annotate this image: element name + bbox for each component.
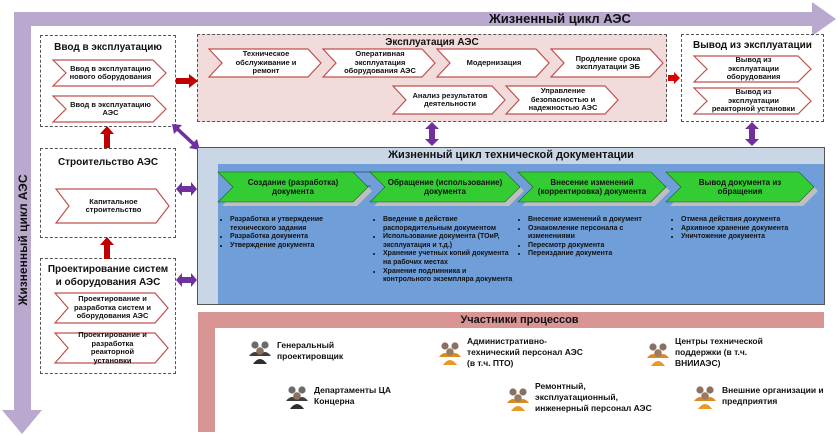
- construction-item-label: Капитальное строительство: [85, 196, 142, 214]
- people-gray-icon: [286, 386, 308, 409]
- commissioning-group: Ввод в эксплуатацию: [40, 35, 176, 127]
- participants-title: Участники процессов: [460, 314, 579, 326]
- lifecycle-title-vertical: Жизненный цикл АЭС: [13, 140, 33, 340]
- people-orange-icon: [694, 386, 716, 409]
- doc-stage-circulation[interactable]: Обращение (использование) документа: [369, 171, 524, 206]
- design-item-label: Проектирование и разработка систем и обо…: [74, 294, 151, 321]
- people-gray-icon: [249, 341, 271, 364]
- commissioning-item-label: Ввод в эксплуатацию АЭС: [70, 99, 151, 117]
- participant-item: Внешние организации и предприятия: [693, 385, 833, 409]
- decommissioning-item-label: Вывод из эксплуатации реакторной установ…: [711, 87, 796, 114]
- operation-item-label: Анализ результатов деятельности: [412, 90, 488, 108]
- participant-item: Ремонтный, эксплуатационный, инженерный …: [506, 381, 666, 414]
- construction-group: Строительство АЭС: [40, 148, 176, 238]
- operation-item-label: Модернизация: [466, 57, 522, 67]
- doc-stage-bullets: Внесение изменений в документ Ознакомлен…: [516, 216, 648, 259]
- decommissioning-title: Вывод из эксплуатации: [693, 40, 812, 51]
- participant-item: Центры технической поддержки (в т.ч. ВНИ…: [646, 336, 781, 369]
- participant-item: Административно-технический персонал АЭС…: [438, 336, 583, 369]
- doc-stage-bullets: Разработка и утверждение технического за…: [218, 216, 370, 250]
- doc-stage-revision[interactable]: Внесение изменений (корректировка) докум…: [517, 171, 670, 206]
- lifecycle-title-horizontal: Жизненный цикл АЭС: [489, 11, 631, 26]
- doc-stage-label: Внесение изменений (корректировка) докум…: [537, 178, 647, 196]
- bullet-item: Использование документа (ТОиР, эксплуата…: [383, 233, 515, 250]
- doc-stage-label: Обращение (использование) документа: [387, 178, 503, 196]
- lifecycle-arrow-head-down: [2, 410, 42, 434]
- double-arrow-vertical-icon: [745, 122, 759, 146]
- design-item[interactable]: Проектирование и разработка систем и обо…: [53, 292, 169, 324]
- commissioning-item-label: Ввод в эксплуатацию нового оборудования: [69, 63, 152, 81]
- decommissioning-item[interactable]: Вывод из эксплуатации реакторной установ…: [692, 87, 812, 115]
- decommissioning-group: Вывод из эксплуатации: [681, 34, 824, 122]
- bullet-item: Хранение подлинника и контрольного экзем…: [383, 268, 515, 285]
- participant-label: Центры технической поддержки (в т.ч. ВНИ…: [675, 336, 763, 368]
- bullet-item: Отмена действия документа: [681, 216, 831, 225]
- lifecycle-arrow-horizontal: [14, 12, 814, 26]
- doc-stage-withdrawal[interactable]: Вывод документа из обращения: [665, 171, 818, 206]
- operation-item[interactable]: Техническое обслуживание и ремонт: [207, 48, 322, 78]
- bullet-item: Утверждение документа: [230, 242, 370, 251]
- bullet-item: Архивное хранение документа: [681, 225, 831, 234]
- arrow-up-icon: [100, 237, 114, 259]
- people-orange-icon: [507, 388, 529, 411]
- doc-stage-label: Вывод документа из обращения: [698, 178, 782, 196]
- doc-stage-create[interactable]: Создание (разработка) документа: [217, 171, 372, 206]
- operation-item[interactable]: Управление безопасностью и надежностью А…: [504, 85, 619, 115]
- operation-item-label: Управление безопасностью и надежностью А…: [528, 86, 598, 113]
- doc-lifecycle-title: Жизненный цикл технической документации: [388, 149, 634, 161]
- lifecycle-arrow-vertical: [14, 12, 31, 412]
- operation-item-label: Оперативная эксплуатация оборудования АЭ…: [344, 49, 416, 76]
- double-arrow-diagonal-icon: [172, 124, 200, 150]
- construction-item[interactable]: Капитальное строительство: [54, 188, 170, 224]
- commissioning-item[interactable]: Ввод в эксплуатацию АЭС: [51, 95, 167, 123]
- doc-stage-label: Создание (разработка) документа: [247, 178, 339, 196]
- double-arrow-horizontal-icon: [176, 273, 197, 287]
- participant-item: Департаменты ЦА Концерна: [285, 385, 400, 409]
- participant-label: Внешние организации и предприятия: [722, 385, 824, 406]
- doc-stage-bullets: Отмена действия документа Архивное хране…: [669, 216, 831, 242]
- arrow-right-icon: [668, 72, 680, 84]
- bullet-item: Разработка и утверждение технического за…: [230, 216, 370, 233]
- participant-label: Генеральный проектировщик: [277, 340, 344, 361]
- bullet-item: Введение в действие распорядительным док…: [383, 216, 515, 233]
- participant-label: Департаменты ЦА Концерна: [314, 385, 391, 406]
- participant-label: Административно-технический персонал АЭС…: [467, 336, 583, 368]
- operation-item[interactable]: Анализ результатов деятельности: [391, 85, 506, 115]
- double-arrow-vertical-icon: [425, 122, 439, 146]
- operation-item-label: Техническое обслуживание и ремонт: [235, 49, 297, 76]
- lifecycle-title-vertical-text: Жизненный цикл АЭС: [16, 174, 30, 306]
- design-title: Проектирование систем и оборудования АЭС: [47, 264, 169, 288]
- participants-side-bar: [198, 312, 215, 432]
- operation-item[interactable]: Оперативная эксплуатация оборудования АЭ…: [321, 48, 436, 78]
- bullet-item: Переиздание документа: [528, 250, 648, 259]
- decommissioning-item[interactable]: Вывод из эксплуатации оборудования: [692, 55, 812, 83]
- design-item-label: Проектирование и разработка реакторной у…: [78, 330, 147, 365]
- operation-title: Эксплуатация АЭС: [385, 37, 479, 48]
- operation-item[interactable]: Продление срока эксплуатации ЭБ: [549, 48, 664, 78]
- participant-label: Ремонтный, эксплуатационный, инженерный …: [535, 381, 652, 413]
- people-orange-icon: [439, 342, 461, 365]
- operation-item-label: Продление срока эксплуатации ЭБ: [575, 53, 641, 71]
- bullet-item: Ознакомление персонала с изменениями: [528, 225, 648, 242]
- doc-stage-bullets: Введение в действие распорядительным док…: [371, 216, 515, 285]
- commissioning-title: Ввод в эксплуатацию: [54, 42, 162, 53]
- bullet-item: Внесение изменений в документ: [528, 216, 648, 225]
- bullet-item: Разработка документа: [230, 233, 370, 242]
- commissioning-item[interactable]: Ввод в эксплуатацию нового оборудования: [51, 59, 167, 87]
- double-arrow-horizontal-icon: [176, 182, 197, 196]
- operation-item[interactable]: Модернизация: [435, 48, 550, 78]
- design-item[interactable]: Проектирование и разработка реакторной у…: [53, 330, 169, 365]
- construction-title: Строительство АЭС: [57, 157, 159, 168]
- bullet-item: Пересмотр документа: [528, 242, 648, 251]
- people-orange-icon: [647, 343, 669, 366]
- decommissioning-item-label: Вывод из эксплуатации оборудования: [726, 55, 781, 82]
- participant-item: Генеральный проектировщик: [248, 340, 358, 364]
- arrow-up-icon: [100, 126, 114, 148]
- bullet-item: Уничтожение документа: [681, 233, 831, 242]
- lifecycle-arrow-head-right: [812, 2, 836, 36]
- arrow-right-icon: [176, 74, 198, 88]
- participants-header-bar: [198, 312, 824, 328]
- bullet-item: Хранение учетных копий документа на рабо…: [383, 250, 515, 267]
